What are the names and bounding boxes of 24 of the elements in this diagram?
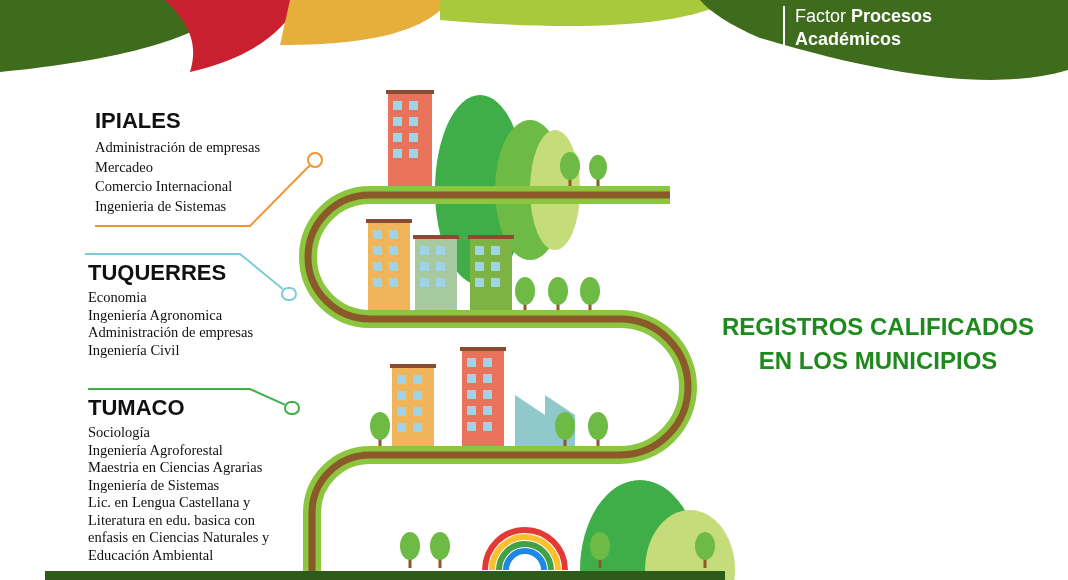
leader-line [87, 388, 286, 406]
program-name: Lic. en Lengua Castellana y Literatura en edu. basica con enfasis en Ciencias Naturales y Educación Ambiental [88, 494, 271, 564]
program-name: Economia [88, 289, 148, 307]
program-name: Ingeniería Agroforestal [88, 441, 224, 459]
leader-line [84, 253, 284, 290]
program-name: Administración de empresas [95, 139, 262, 157]
title: REGISTROS CALIFICADOS EN LOS MUNICIPIOS [721, 312, 1035, 376]
city-heading: TUMACO [88, 395, 186, 421]
program-name: Maestria en Ciencias Agrarias [88, 459, 264, 477]
program-name: Sociología [88, 424, 152, 442]
city-heading: TUQUERRES [88, 260, 228, 286]
ring-marker [284, 401, 300, 415]
program-name: Ingeniería Agronomica [88, 306, 224, 324]
program-name: Mercadeo [95, 158, 154, 176]
program-name: Ingenieria de Sistemas [95, 197, 228, 215]
leader-line [94, 164, 311, 227]
program-name: Ingeniería Civil [88, 341, 181, 359]
program-name: Administración de empresas [88, 324, 255, 342]
city-heading: IPIALES [95, 108, 182, 134]
ring-marker [307, 152, 323, 168]
header-text: Factor Procesos Académicos [795, 5, 934, 51]
program-name: Ingeniería de Sistemas [88, 476, 221, 494]
ring-marker [281, 287, 297, 301]
program-name: Comercio Internacional [95, 178, 234, 196]
